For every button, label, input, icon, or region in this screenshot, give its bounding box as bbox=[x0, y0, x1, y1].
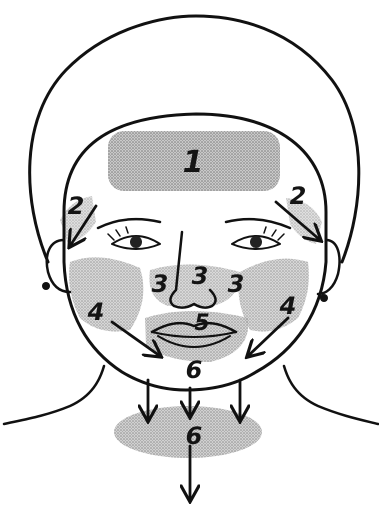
zone-cheek-left-shade bbox=[69, 257, 143, 331]
label-zone-3-a: 3 bbox=[152, 270, 169, 298]
eye-left bbox=[108, 227, 160, 249]
label-zone-6-chin: 6 bbox=[186, 356, 203, 384]
label-zone-3-c: 3 bbox=[228, 270, 245, 298]
label-zone-4-right: 4 bbox=[279, 292, 297, 320]
neck-right bbox=[284, 366, 378, 424]
label-zone-5: 5 bbox=[194, 311, 209, 336]
earring-left bbox=[42, 282, 50, 290]
eye-right bbox=[232, 227, 284, 249]
eyebrow-left bbox=[98, 219, 160, 228]
label-zone-1: 1 bbox=[183, 145, 204, 180]
label-zone-2-left: 2 bbox=[68, 192, 85, 220]
label-zone-6-neck: 6 bbox=[186, 422, 203, 450]
eyebrow-right bbox=[226, 219, 290, 228]
earring-right bbox=[320, 294, 328, 302]
label-zone-3-b: 3 bbox=[192, 262, 209, 290]
label-zone-2-right: 2 bbox=[290, 182, 307, 210]
label-zone-4-left: 4 bbox=[87, 298, 105, 326]
zone-cheek-right-shade bbox=[238, 259, 309, 332]
neck-left bbox=[4, 366, 104, 424]
